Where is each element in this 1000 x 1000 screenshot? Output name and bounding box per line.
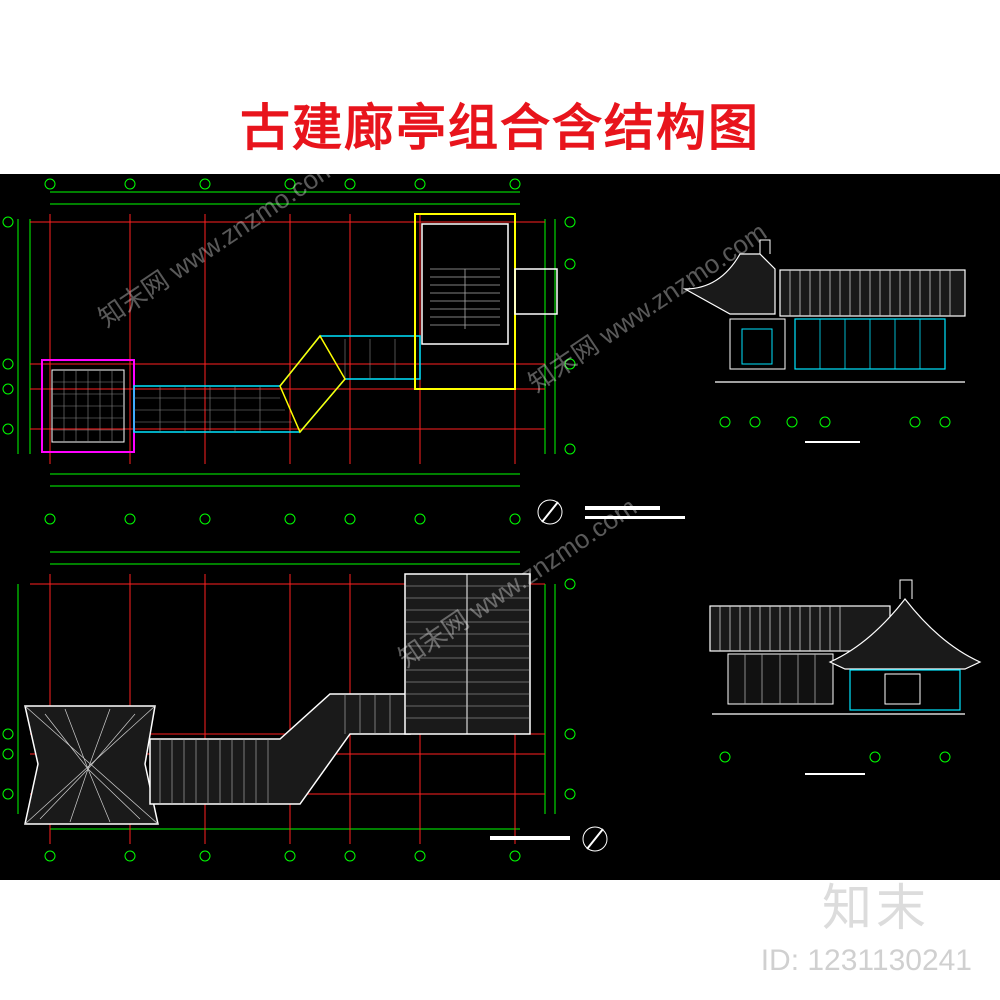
cad-drawing bbox=[2, 178, 982, 862]
page-title: 古建廊亭组合含结构图 bbox=[240, 99, 760, 157]
brand-logo: 知末 bbox=[822, 879, 930, 937]
elevation-b bbox=[709, 579, 982, 775]
cad-drawing-canvas: 知末网 www.znzmo.com 知末网 www.znzmo.com 知末网 … bbox=[0, 151, 1000, 880]
floor-plan bbox=[2, 178, 685, 525]
elevation-a bbox=[682, 239, 966, 443]
id-label: ID: 1231130241 bbox=[760, 944, 972, 977]
roof-plan bbox=[2, 551, 608, 862]
